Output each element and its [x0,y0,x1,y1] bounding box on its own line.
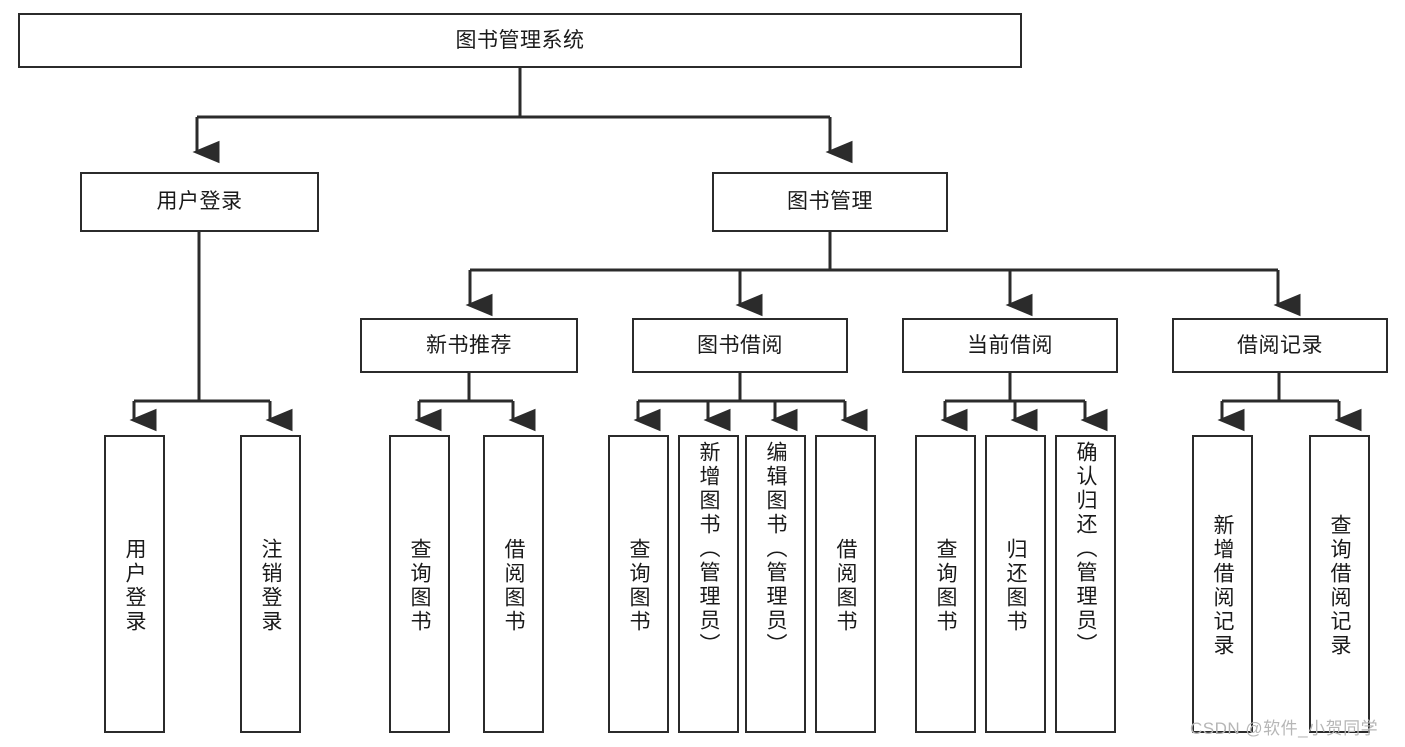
edge-group-book-borrow [633,373,868,432]
node-new-book-recommend[interactable]: 新书推荐 [360,318,578,373]
node-leaf-add-record[interactable]: 新增借阅记录 [1192,435,1253,733]
node-leaf-borrow-book-2-label: 借阅图书 [834,538,857,634]
node-user-login-label: 用户登录 [156,190,243,214]
node-leaf-confirm-return-label: 确认归还（管理员） [1074,441,1097,657]
node-current-borrow-label: 当前借阅 [967,333,1053,357]
node-borrow-record[interactable]: 借阅记录 [1172,318,1388,373]
node-leaf-user-login-label: 用户登录 [123,538,146,634]
node-leaf-user-login[interactable]: 用户登录 [104,435,165,733]
csdn-watermark: CSDN @软件_小贺同学 [1190,719,1379,738]
edge-group-new-book-recommend [414,373,536,432]
node-leaf-query-book-3[interactable]: 查询图书 [915,435,976,733]
node-leaf-query-book-2[interactable]: 查询图书 [608,435,669,733]
node-leaf-borrow-book-2[interactable]: 借阅图书 [815,435,876,733]
node-leaf-return-book[interactable]: 归还图书 [985,435,1046,733]
node-leaf-query-book-3-label: 查询图书 [934,538,957,634]
node-leaf-borrow-book-1-label: 借阅图书 [502,538,525,634]
node-new-book-recommend-label: 新书推荐 [426,333,512,357]
node-borrow-record-label: 借阅记录 [1237,333,1323,357]
node-leaf-borrow-book-1[interactable]: 借阅图书 [483,435,544,733]
node-leaf-logout-login[interactable]: 注销登录 [240,435,301,733]
node-leaf-query-book-2-label: 查询图书 [627,538,650,634]
edge-group-current-borrow [940,373,1108,432]
edge-group-root [192,68,853,164]
edge-group-user-login [129,232,293,432]
node-leaf-logout-login-label: 注销登录 [259,538,282,634]
edge-group-book-management [465,232,1301,317]
node-book-management[interactable]: 图书管理 [712,172,948,232]
edge-group-borrow-record [1217,373,1362,432]
node-leaf-confirm-return[interactable]: 确认归还（管理员） [1055,435,1116,733]
node-leaf-query-book-1-label: 查询图书 [408,538,431,634]
node-leaf-edit-book-label: 编辑图书（管理员） [764,441,787,657]
node-leaf-query-record[interactable]: 查询借阅记录 [1309,435,1370,733]
node-book-borrow-label: 图书借阅 [697,333,783,357]
node-user-login[interactable]: 用户登录 [80,172,319,232]
node-leaf-add-book-label: 新增图书（管理员） [697,441,720,657]
node-current-borrow[interactable]: 当前借阅 [902,318,1118,373]
node-leaf-query-record-label: 查询借阅记录 [1328,514,1351,658]
node-leaf-add-book[interactable]: 新增图书（管理员） [678,435,739,733]
node-leaf-query-book-1[interactable]: 查询图书 [389,435,450,733]
node-book-borrow[interactable]: 图书借阅 [632,318,848,373]
node-leaf-add-record-label: 新增借阅记录 [1211,514,1234,658]
node-root[interactable]: 图书管理系统 [18,13,1022,68]
node-leaf-edit-book[interactable]: 编辑图书（管理员） [745,435,806,733]
node-book-management-label: 图书管理 [787,190,873,214]
node-leaf-return-book-label: 归还图书 [1004,538,1027,634]
node-root-label: 图书管理系统 [455,28,585,52]
